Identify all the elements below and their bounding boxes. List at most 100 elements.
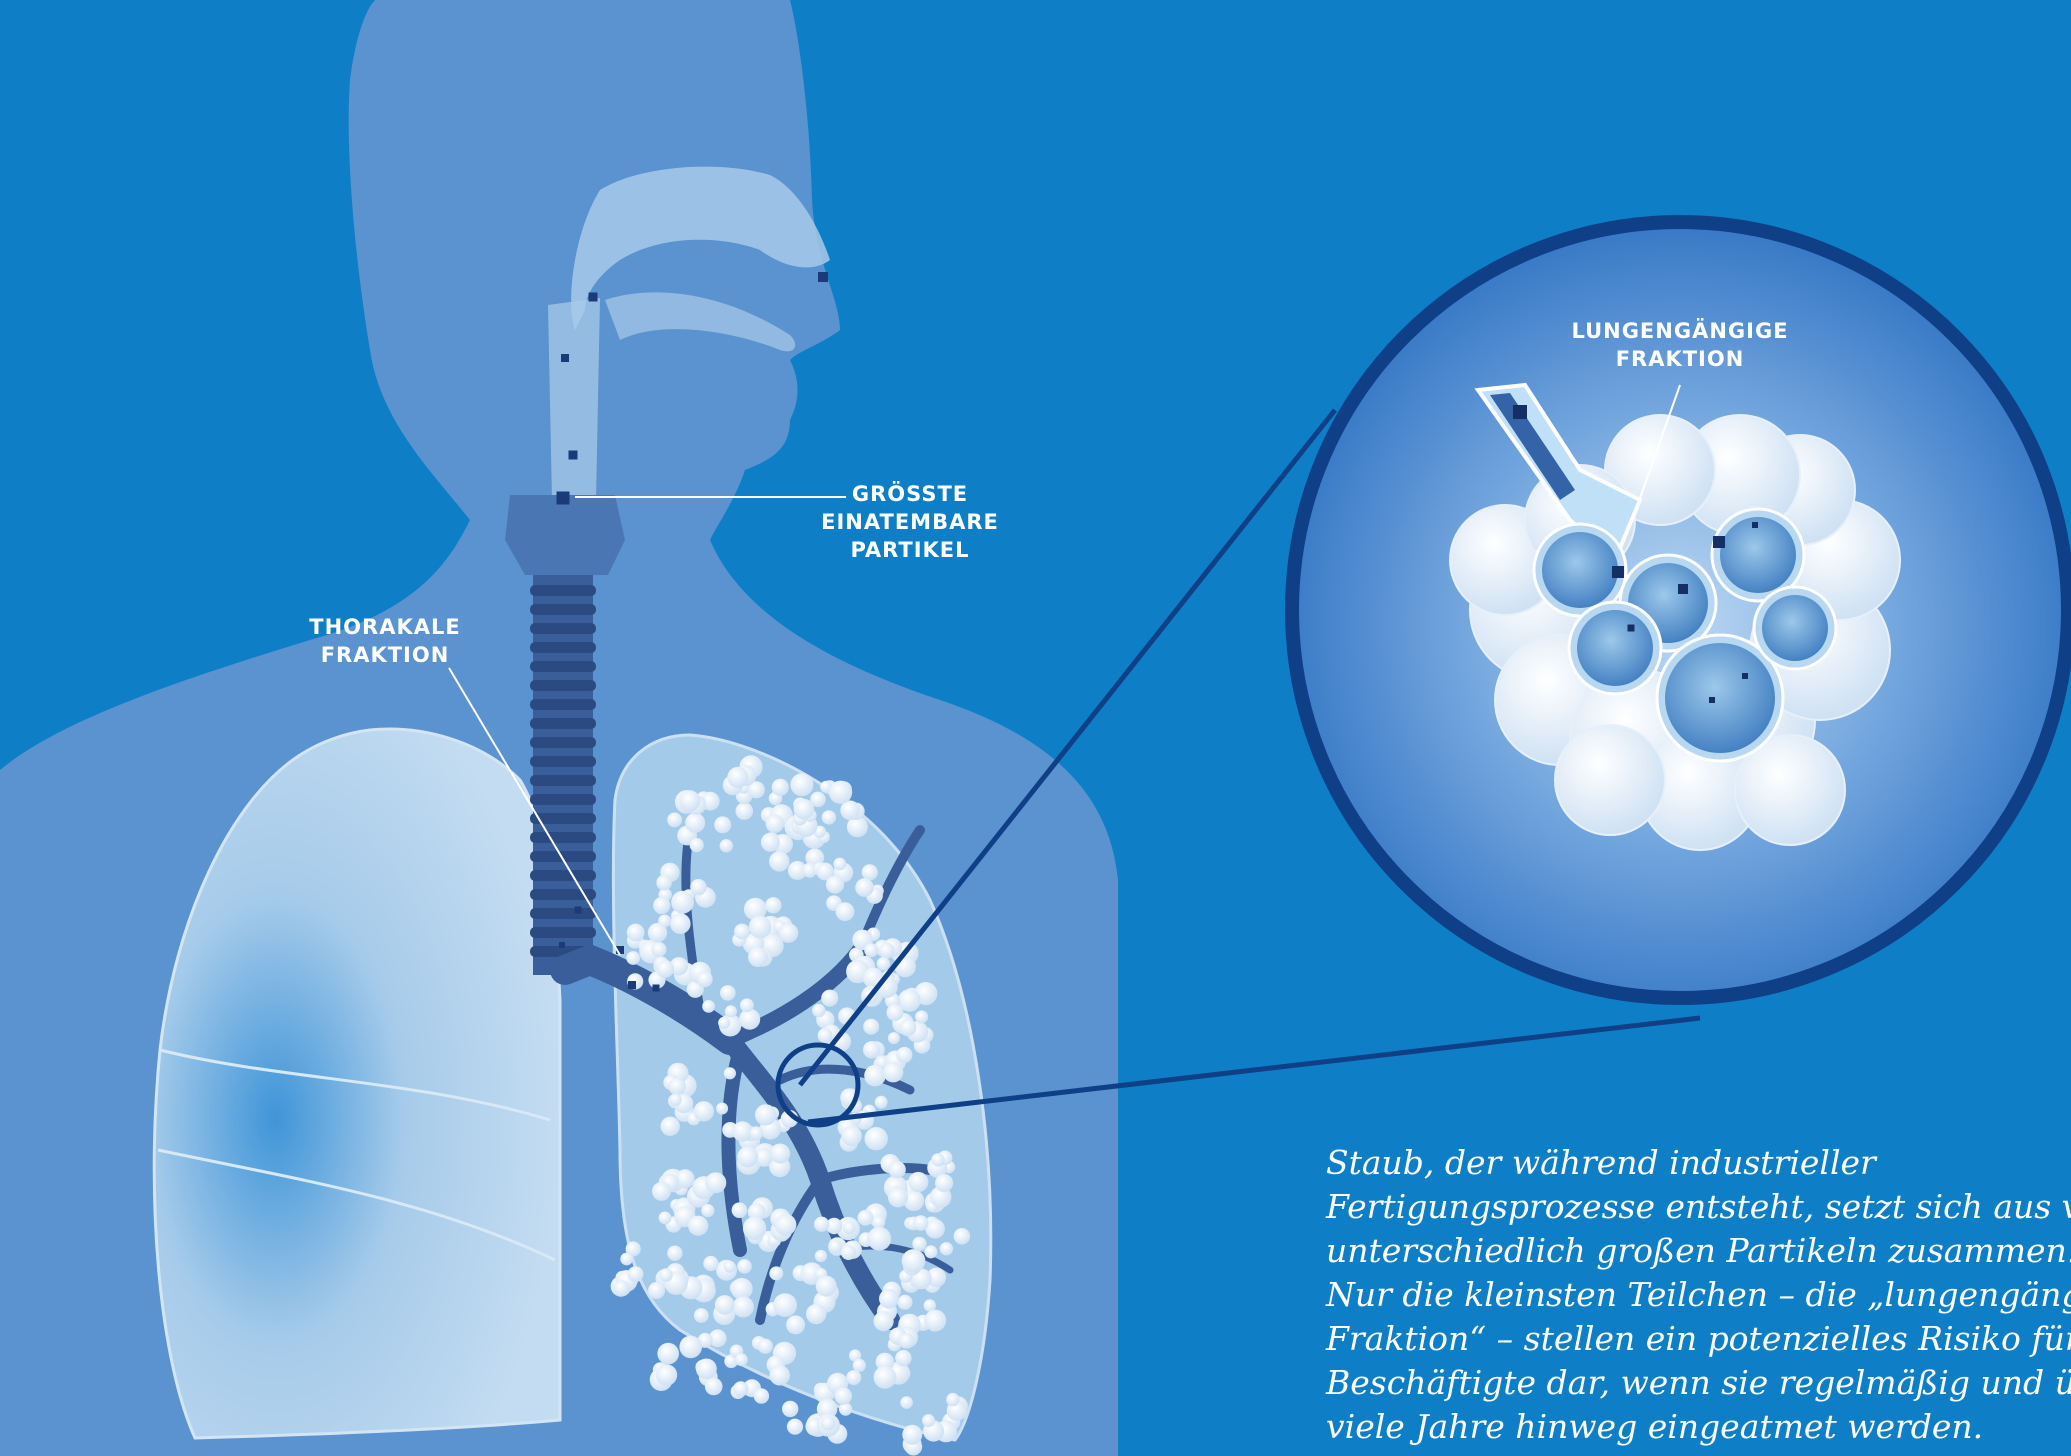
magnified-particle (1628, 625, 1635, 632)
alveolus-bubble (924, 1245, 937, 1258)
alveolus-bubble (724, 1261, 736, 1273)
alveolus-bubble (758, 1339, 773, 1354)
alveolus-bubble (874, 1311, 894, 1331)
alveolus-bubble (659, 1268, 673, 1282)
trachea-ring (530, 699, 596, 710)
alveolus-bubble (769, 1266, 783, 1280)
alveolus-bubble (724, 1067, 736, 1079)
alveolus-bubble (659, 1212, 672, 1225)
alveolus-bubble (912, 1237, 926, 1251)
alveolus-bubble (858, 1210, 874, 1226)
alveolus-bubble (715, 1295, 735, 1315)
alveolus-bubble (940, 1242, 953, 1255)
alveolus-bubble (775, 1214, 797, 1236)
trachea-ring (530, 604, 596, 615)
alveolus-bubble (696, 1359, 717, 1380)
dust-particle (628, 981, 636, 989)
alveolus-bubble (620, 1253, 633, 1266)
caption-line-6: Beschäftigte dar, wenn sie regelmäßig un… (1326, 1361, 2071, 1405)
alveolus-bubble (656, 1364, 677, 1385)
alveolus-bubble (853, 1359, 866, 1372)
alveolus-bubble (743, 1217, 766, 1240)
alveolus-bubble (818, 1028, 833, 1043)
alveolus-bubble (835, 1387, 852, 1404)
alveolus-bubble (740, 998, 754, 1012)
dust-particle (559, 942, 565, 948)
alveolar-sac (1577, 610, 1653, 686)
alveolus-bubble (733, 1381, 748, 1396)
alveolus-bubble (772, 779, 789, 796)
alveolus-bubble (737, 1259, 752, 1274)
trachea-ring (530, 756, 596, 767)
alveolus-bubble (877, 957, 890, 970)
dust-particle (653, 985, 660, 992)
alveolus-bubble (900, 1396, 913, 1409)
alveolus-bubble (737, 1147, 758, 1168)
alveolus-bubble (874, 1366, 897, 1389)
dust-particle (569, 451, 578, 460)
alveolus-bubble (685, 813, 705, 833)
alveolus-bubble (732, 1202, 748, 1218)
alveolus-bubble (935, 1174, 953, 1192)
alveolus-bubble (661, 1117, 680, 1136)
alveolus-bubble (836, 902, 855, 921)
alveolus-bubble (913, 1215, 928, 1230)
trachea-ring (530, 623, 596, 634)
alveolus-bubble (883, 1062, 903, 1082)
alveolus-bubble (648, 1282, 665, 1299)
alveolus-bubble (656, 875, 672, 891)
label-respirable-line-1: LUNGENGÄNGIGE (1560, 317, 1800, 345)
alveolus-bubble (815, 1250, 827, 1262)
alveolar-sac (1720, 517, 1796, 593)
alveolus-bubble (841, 1126, 862, 1147)
alveolus-bubble (794, 799, 815, 820)
magnified-particle (1713, 536, 1725, 548)
alveolus-bubble (902, 1425, 922, 1445)
alveolus-bubble (652, 1182, 671, 1201)
alveolus-bubble (626, 951, 640, 965)
label-largest-line-3: PARTIKEL (800, 536, 1020, 564)
alveolus-bubble (734, 924, 750, 940)
label-largest-particles: GRÖSSTE EINATEMBARE PARTIKEL (800, 480, 1020, 564)
alveolus-bubble (679, 790, 700, 811)
alveolus-bubble (748, 947, 768, 967)
alveolus-bubble (924, 1310, 946, 1332)
alveolar-sac (1542, 532, 1618, 608)
trachea-ring (530, 870, 596, 881)
caption-text: Staub, der während industrieller Fertigu… (1326, 1141, 2071, 1449)
trachea-ring (530, 585, 596, 596)
alveolus-bubble (735, 1353, 748, 1366)
dust-particle (557, 492, 570, 505)
alveolus-bubble (690, 879, 706, 895)
alveolus-bubble (769, 851, 789, 871)
alveolus-bubble (954, 1228, 971, 1245)
alveolus-bubble (720, 985, 736, 1001)
alveolus-bubble (732, 1121, 752, 1141)
alveolus-bubble (879, 1289, 899, 1309)
alveolus-bubble (814, 1217, 829, 1232)
alveolus-bubble (614, 1280, 630, 1296)
alveolus-bubble (864, 1065, 886, 1087)
alveolus-bubble (855, 878, 874, 897)
alveolus-bubble (821, 990, 838, 1007)
alveolus-bubble (863, 1019, 879, 1035)
alveolus-bubble (667, 1246, 682, 1261)
magnified-particle (1709, 697, 1715, 703)
alveolus-bubble (755, 1104, 776, 1125)
alveolus-bubble (826, 876, 844, 894)
caption-line-3: unterschiedlich großen Partikeln zusamme… (1326, 1229, 2071, 1273)
alveolus-bubble (946, 1393, 959, 1406)
alveolus-bubble (749, 916, 772, 939)
trachea-ring (530, 908, 596, 919)
alveolus-bubble (879, 943, 895, 959)
caption-line-1: Staub, der während industrieller (1326, 1141, 2071, 1185)
alveolus-bubble (806, 1304, 826, 1324)
alveolar-sac (1665, 643, 1775, 753)
alveolus-bubble (739, 1009, 760, 1030)
alveolus-bubble (821, 1416, 835, 1430)
trachea-ring (530, 661, 596, 672)
alveolus-bubble (705, 1172, 726, 1193)
pharynx (548, 298, 600, 500)
alveolus-bubble (787, 1419, 803, 1435)
alveolus-bubble (887, 1004, 904, 1021)
